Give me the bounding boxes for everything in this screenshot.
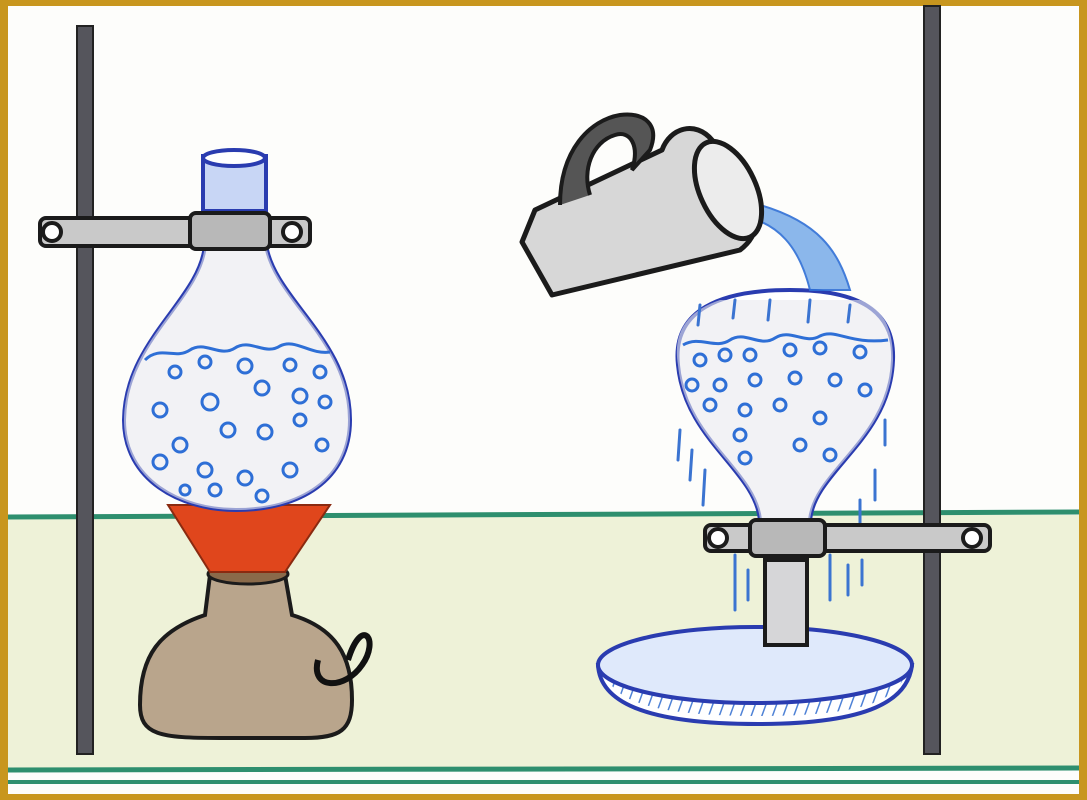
table-bottom-edge (8, 768, 1079, 770)
left-clamp (40, 213, 310, 249)
right-clamp (705, 520, 990, 556)
right-stand-rod (924, 6, 940, 754)
water-basin (598, 627, 912, 724)
left-stand-rod (77, 26, 93, 754)
